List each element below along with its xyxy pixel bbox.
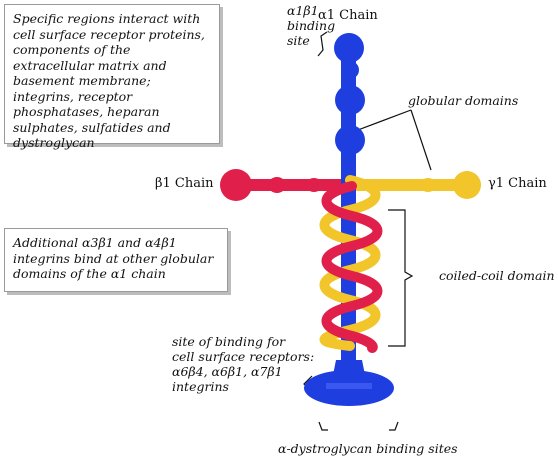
alpha1-chain — [304, 33, 394, 406]
dystro-bracket-left — [318, 421, 328, 431]
beta1-coil — [321, 181, 383, 353]
globular-domains-label: globular domains — [408, 93, 519, 108]
note-mid-text: Additional α3β1 and α4β1 integrins bind … — [13, 235, 214, 281]
dystroglycan-label: α-dystroglycan binding sites — [278, 441, 458, 456]
receptor-binding-label: site of binding for cell surface recepto… — [172, 334, 315, 394]
note-top-text: Specific regions interact with cell surf… — [13, 11, 205, 150]
coiled-coil-bracket — [388, 209, 414, 347]
alpha1-chain-label: α1 Chain — [318, 8, 378, 23]
dystro-bracket-right — [389, 421, 399, 431]
gamma1-coil — [319, 175, 381, 351]
a1b1-site-label: α1β1 binding site — [287, 3, 336, 48]
beta1-chain-label: β1 Chain — [155, 176, 214, 191]
note-mid-box: Additional α3β1 and α4β1 integrins bind … — [4, 228, 228, 292]
a1b1-site-bracket — [317, 31, 328, 57]
gamma1-chain — [350, 171, 481, 199]
coiled-coil-label: coiled-coil domain — [439, 268, 555, 283]
note-top-box: Specific regions interact with cell surf… — [4, 4, 220, 150]
beta1-chain — [220, 169, 351, 201]
globular-pointer-2 — [410, 109, 432, 171]
coiled-coil-helix — [319, 175, 383, 353]
gamma1-chain-label: γ1 Chain — [488, 176, 547, 191]
